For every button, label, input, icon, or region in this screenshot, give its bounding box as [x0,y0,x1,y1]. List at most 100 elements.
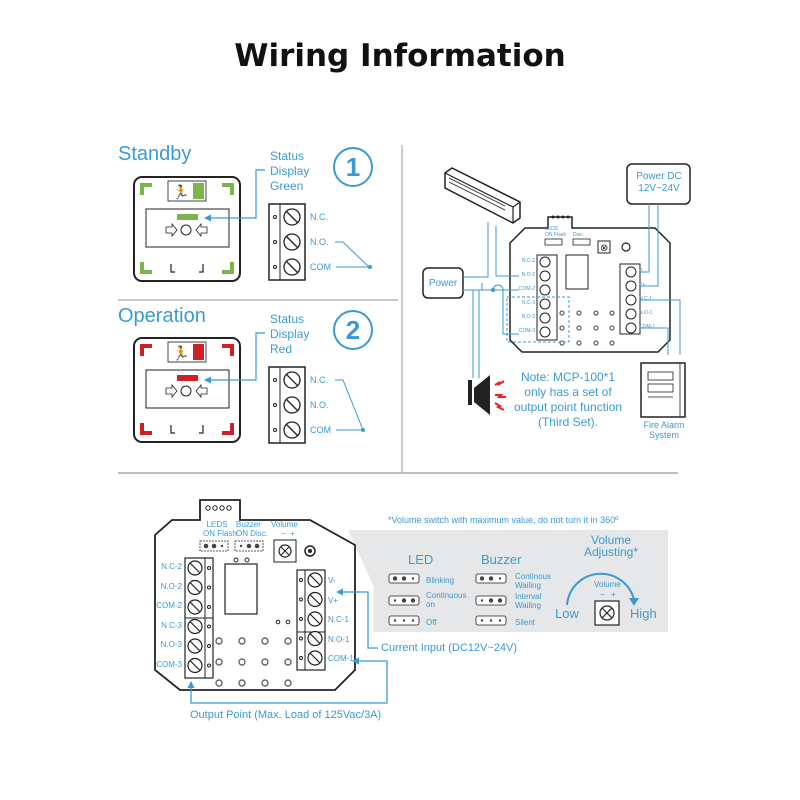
terminal-label: V+ [328,595,339,605]
plus-label: + [290,529,295,538]
led-mode-blinking: Blinking [426,576,455,585]
status-led [177,214,198,220]
terminal-screws [299,572,323,666]
terminal-screws [273,208,301,276]
foot-marker [170,425,175,434]
heading-line: Adjusting* [583,545,639,559]
terminal-label: N.O-3 [160,640,182,649]
wire [335,379,364,431]
mcp-note: Note: MCP-100*1 only has a set of output… [498,370,638,430]
status-pointer-line [205,169,265,219]
arrow-left-icon [195,383,208,399]
arrow-left-icon [195,222,208,238]
foot-marker [199,425,204,434]
terminal-label: N.O-1 [639,310,653,316]
running-man-icon: 🏃 [172,184,189,201]
wire-junction [361,428,365,432]
terminal-label: N.C. [310,212,328,222]
arrow-head [204,214,211,222]
power-label: Power [428,278,458,289]
volume-knob-icon: ⊗ [600,243,608,254]
arrow-right-icon [165,383,178,399]
leds-label: LEDS [206,520,228,529]
sound-wave-icon [494,380,506,411]
buzzer-mode-interval: Interval Wailing [515,592,542,610]
relay [565,254,589,290]
status-pointer-line [205,332,265,381]
flash-label: Flash [217,529,237,538]
standby-heading: Standby [118,143,192,165]
led-jumper [544,238,563,246]
foot-marker [199,264,204,273]
terminal-label: N.C-1 [639,296,653,302]
wire-junction [368,265,372,269]
relay [224,563,258,615]
volume-label: Volume [271,520,298,529]
terminal-label: V+ [639,282,646,288]
status-led [177,375,198,381]
label-line: System [648,430,679,440]
center-circle-icon [180,385,192,397]
terminal-label: N.C-3 [521,300,535,306]
status-label-line: Display [270,327,310,341]
terminal-label: COM [310,262,331,272]
on-label: ON [236,529,248,538]
terminal-label: COM-1 [328,654,354,663]
minus-label: − [281,529,286,538]
power-box [422,267,464,299]
on-label: ON [203,529,215,538]
terminal-screws [273,371,301,439]
terminal-label: N.O. [310,237,329,247]
board-connector [205,505,232,511]
terminal-label: COM-2 [156,601,182,610]
label-line: Fire Alarm [643,420,685,430]
operation-heading: Operation [118,305,206,327]
led-mode-continuous: Continuous on [426,591,467,609]
magnetic-lock-icon [444,167,521,224]
terminal-label: N.O-3 [521,314,535,320]
buzzer-mode-continuous: Continous Wailing [515,572,552,590]
terminal-screws [625,266,637,334]
on-label: ON [545,232,553,238]
leds-jumper-label: LEDS ON Flash [203,520,237,538]
step-number-badge: 1 [333,147,373,187]
wire-junction [491,288,495,292]
volume-low-label: Low [555,606,579,621]
disc-label: Disc. [250,529,269,538]
volume-arrow-head [629,598,639,606]
output-point-arrow [190,660,388,704]
mounting-holes [559,310,615,346]
corner-markers [140,183,234,274]
status-label-line: Red [270,342,293,356]
buzzer-jumper-label: Buzzer ON Disc. [236,520,268,538]
volume-minus: − [600,590,605,599]
terminal-label: COM-3 [518,328,535,334]
page-title: Wiring Information [234,38,566,74]
step-number-badge: 2 [333,310,373,350]
terminal-label: COM-2 [518,286,535,292]
note-line: output point function [513,400,623,414]
note-line: Note: MCP-100*1 [520,370,616,384]
current-input-label: Current Input (DC12V~24V) [381,642,518,654]
arrow-right-icon [165,222,178,238]
corner-markers [140,344,234,435]
status-label-line: Status [270,149,305,163]
terminal-label: N.C-1 [328,615,349,624]
buzzer-icon [621,242,631,252]
status-label-line: Green [270,179,304,193]
status-label-line: Display [270,164,310,178]
jumper-pins [203,543,260,549]
label-line: 12V~24V [638,183,680,194]
status-indicator [193,183,204,199]
terminal-label: V- [328,576,336,585]
buzzer-jumper [572,238,591,246]
led-heading: LED [408,552,434,567]
terminal-label: COM [310,425,331,435]
volume-knob-icon [278,544,292,558]
led-mode-off: Off [426,618,437,627]
volume-jumper-label: Volume − + [271,520,298,538]
